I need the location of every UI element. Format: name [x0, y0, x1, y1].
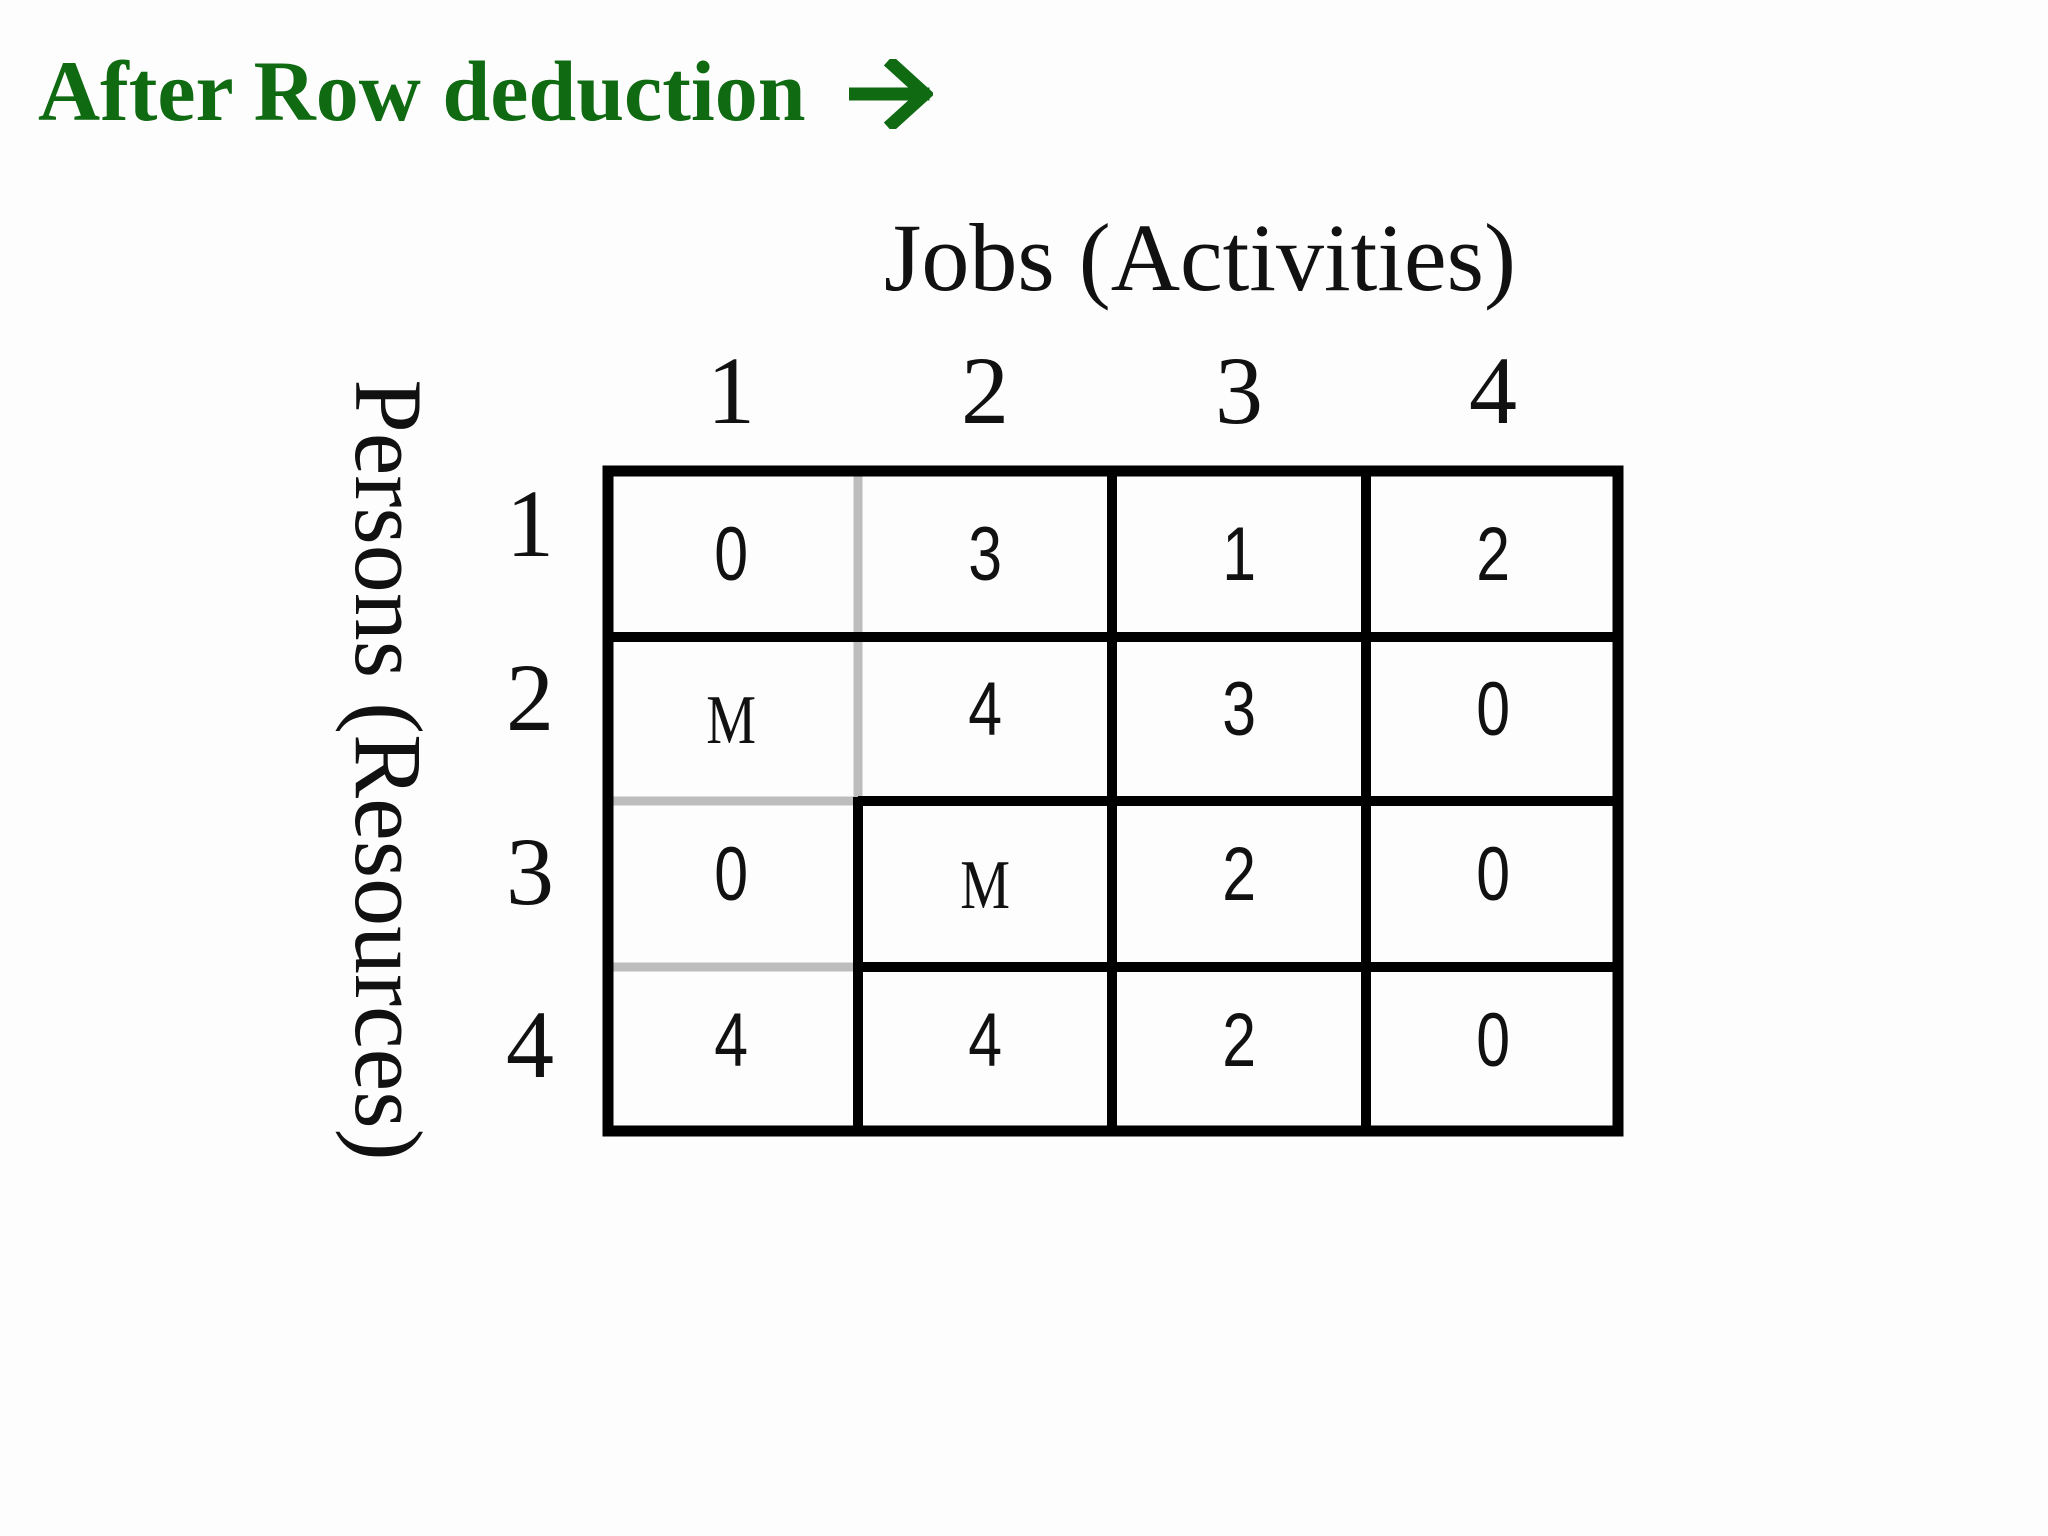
matrix-border	[602, 465, 1624, 1137]
column-header: 2	[961, 337, 1009, 444]
matrix-cell: 0	[714, 512, 748, 597]
right-arrow-icon	[846, 56, 935, 143]
row-header: 3	[506, 818, 554, 925]
column-header: 3	[1215, 337, 1263, 444]
matrix-cell: 0	[1476, 998, 1510, 1083]
column-header: 1	[707, 337, 755, 444]
matrix-cell: 2	[1222, 832, 1256, 917]
row-header: 4	[506, 991, 554, 1098]
matrix-cell: 3	[1222, 667, 1256, 752]
matrix-cell: 4	[714, 998, 748, 1083]
matrix-cell-m: M	[706, 681, 756, 759]
matrix-cell: 0	[714, 832, 748, 917]
columns-axis-label: Jobs (Activities)	[884, 204, 1516, 311]
matrix-cell: 1	[1222, 512, 1256, 597]
matrix-cell: 4	[968, 998, 1002, 1083]
row-header: 1	[506, 470, 554, 577]
row-header: 2	[506, 644, 554, 751]
matrix-cell: 4	[968, 667, 1002, 752]
matrix-cell: 2	[1476, 512, 1510, 597]
matrix-cell: 0	[1476, 667, 1510, 752]
column-header: 4	[1469, 337, 1517, 444]
slide-title-text: After Row deduction	[38, 43, 806, 139]
matrix-cell: 0	[1476, 832, 1510, 917]
matrix-cell: 2	[1222, 998, 1256, 1083]
slide-title: After Row deduction	[38, 48, 935, 143]
matrix-cell: 3	[968, 512, 1002, 597]
matrix-cell-m: M	[960, 846, 1010, 924]
